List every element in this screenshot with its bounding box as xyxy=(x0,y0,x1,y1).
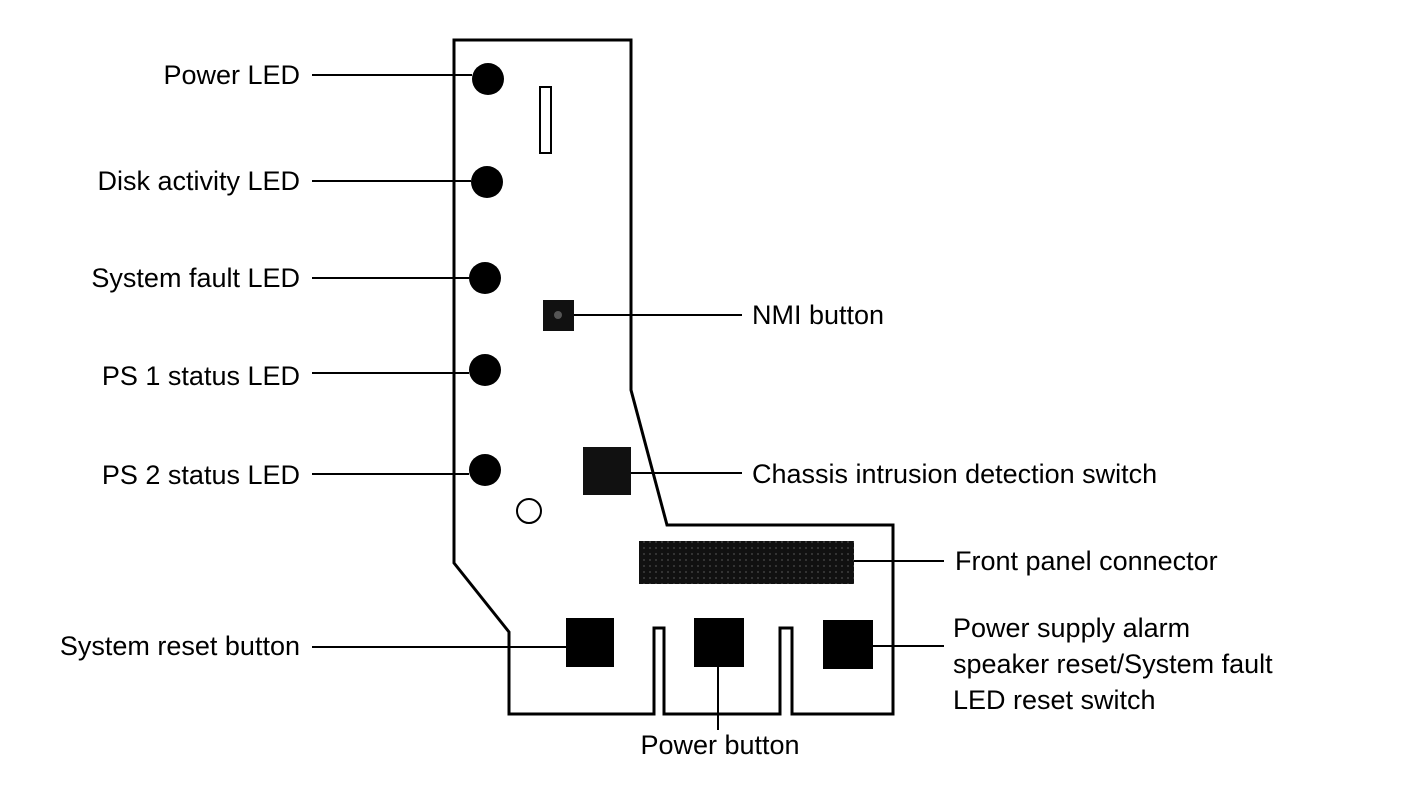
label-ps1-status-led: PS 1 status LED xyxy=(102,361,300,391)
label-power-led: Power LED xyxy=(163,60,300,90)
label-alarm-reset-line1: Power supply alarm xyxy=(953,613,1190,643)
power-button[interactable] xyxy=(694,618,744,667)
label-chassis-intrusion-switch: Chassis intrusion detection switch xyxy=(752,459,1157,489)
mounting-hole xyxy=(516,498,542,524)
label-disk-activity-led: Disk activity LED xyxy=(97,166,300,196)
label-ps2-status-led: PS 2 status LED xyxy=(102,460,300,490)
alarm-reset-switch[interactable] xyxy=(823,620,873,669)
front-panel-connector xyxy=(639,541,854,584)
label-system-fault-led: System fault LED xyxy=(91,263,300,293)
board-outline xyxy=(452,38,895,716)
power-led xyxy=(472,63,504,95)
label-system-reset-button: System reset button xyxy=(60,631,300,661)
disk-activity-led xyxy=(471,166,503,198)
label-alarm-reset-line2: speaker reset/System fault xyxy=(953,649,1273,679)
label-front-panel-connector: Front panel connector xyxy=(955,546,1218,576)
label-power-button: Power button xyxy=(640,730,799,760)
ps1-status-led xyxy=(469,354,501,386)
label-nmi-button: NMI button xyxy=(752,300,884,330)
label-alarm-reset-line3: LED reset switch xyxy=(953,685,1156,715)
chassis-intrusion-switch[interactable] xyxy=(583,447,631,495)
system-reset-button[interactable] xyxy=(566,618,614,667)
nmi-button-dot xyxy=(554,311,562,319)
board-slot xyxy=(539,86,552,154)
ps2-status-led xyxy=(469,454,501,486)
system-fault-led xyxy=(469,262,501,294)
